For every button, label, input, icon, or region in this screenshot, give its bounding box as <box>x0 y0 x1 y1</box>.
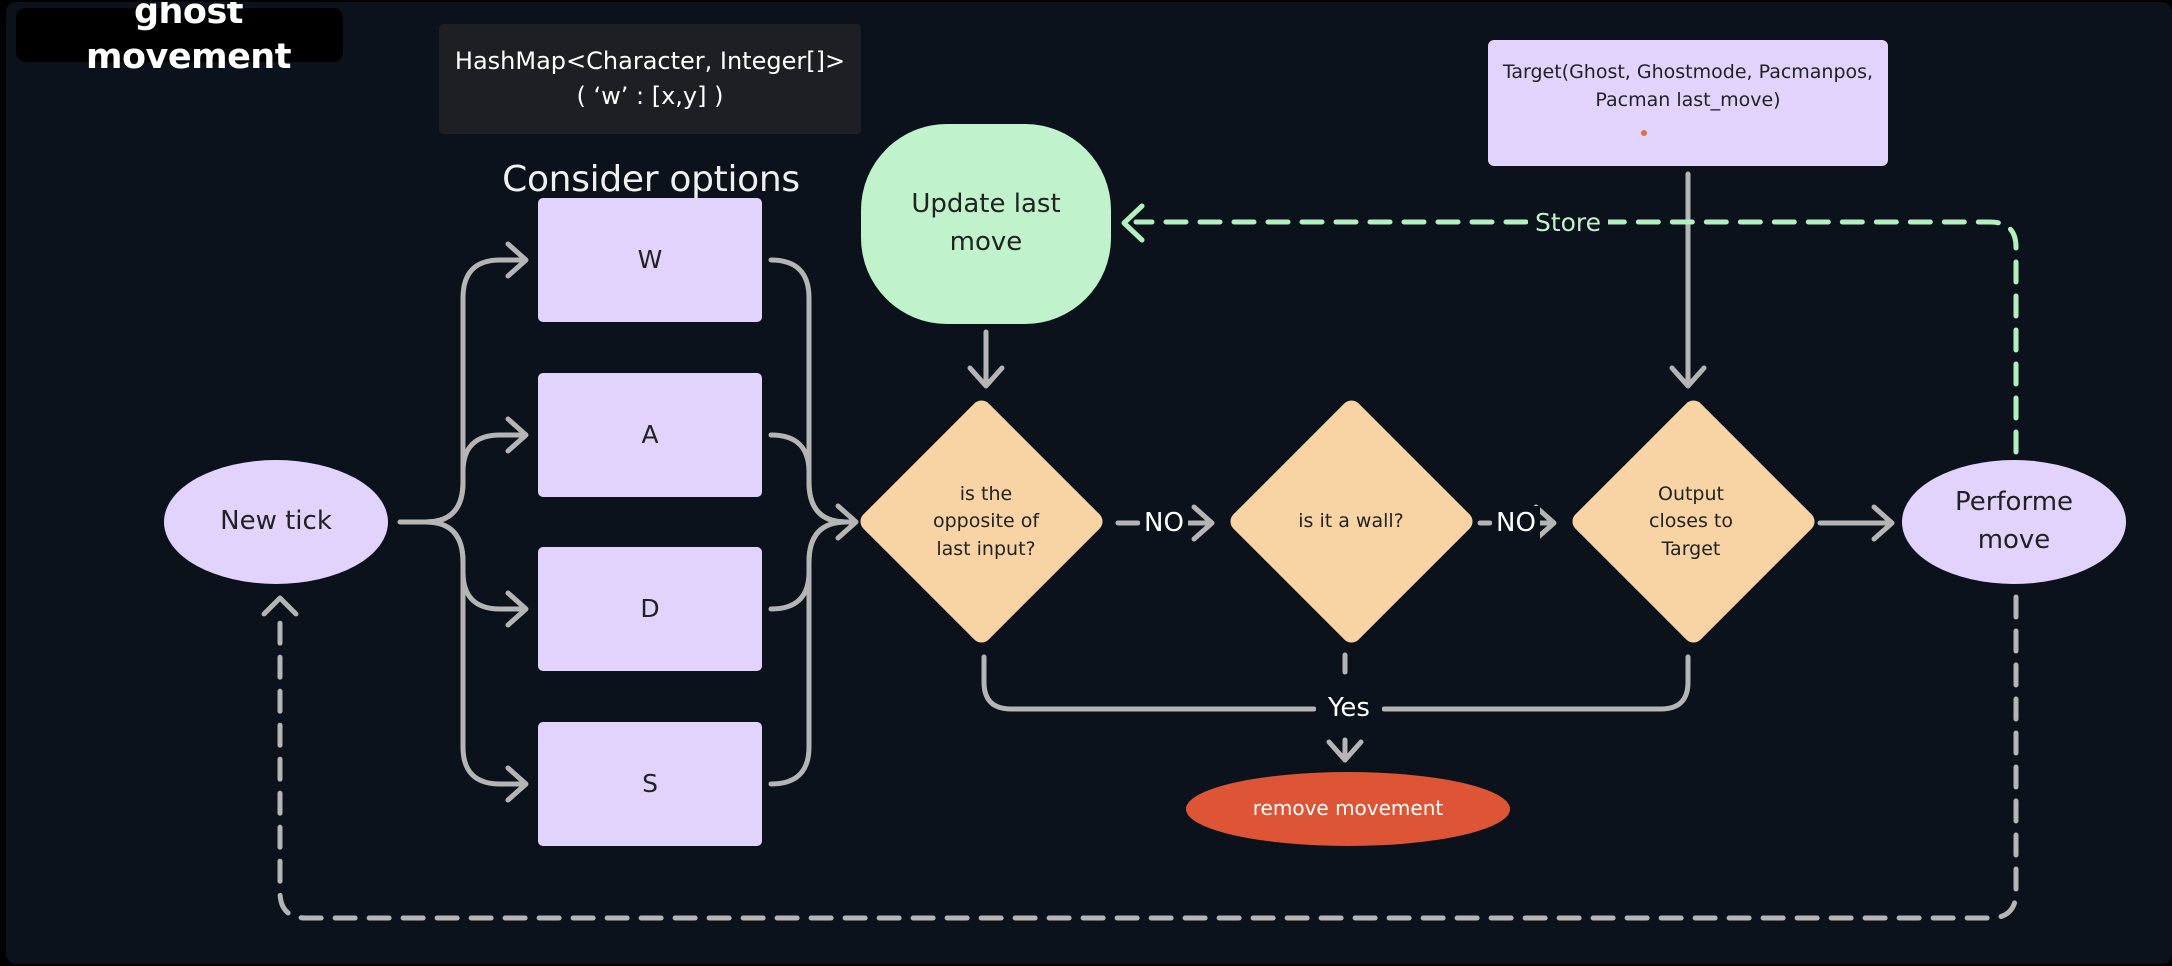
no-label-2: NO <box>1492 506 1540 542</box>
store-label: Store <box>1528 205 1608 241</box>
wall-label: is it a wall? <box>1298 510 1404 533</box>
perform-move-shape <box>1902 460 2126 584</box>
edge-newtick-w <box>423 257 527 525</box>
no-label-1: NO <box>1140 506 1188 542</box>
diamond-closest <box>1572 400 1815 643</box>
edge-closest-yes <box>1381 654 1691 712</box>
note-dot <box>1641 130 1647 136</box>
edge-opposite-yes <box>981 654 1317 712</box>
consider-options-heading: Consider options <box>502 158 800 200</box>
option-s: S <box>538 722 762 846</box>
connector-layer <box>164 171 2126 921</box>
new-tick-shape <box>164 460 388 584</box>
diagram-canvas: ghost movement HashMap<Character, Intege… <box>6 2 2172 964</box>
diamond-wall <box>1230 400 1473 643</box>
option-a: A <box>538 373 762 497</box>
perform-move-label: Performe move <box>1954 487 2074 555</box>
closest-label: Output closes to Target <box>1649 482 1733 560</box>
edge-perform-store <box>1603 219 2019 455</box>
yes-label: Yes <box>1316 691 1382 727</box>
target-note: Target(Ghost, Ghostmode, Pacmanpos, Pacm… <box>1488 40 1888 166</box>
edge-s-merge <box>768 519 849 787</box>
hashmap-note: HashMap<Character, Integer[]> ( ‘w’ : [x… <box>439 24 861 134</box>
edge-newtick-a <box>423 432 527 525</box>
option-d: D <box>538 547 762 671</box>
edge-perform-newtick <box>277 594 2019 921</box>
edge-a-merge <box>768 432 849 525</box>
opposite-label: is the opposite of last input? <box>932 482 1040 560</box>
diamond-opposite <box>860 400 1103 643</box>
new-tick-label: New tick <box>220 506 332 537</box>
option-w: W <box>538 198 762 322</box>
update-last-move-node: Update last move <box>861 124 1111 324</box>
page-title: ghost movement <box>16 2 343 77</box>
edge-newtick-s <box>423 519 527 787</box>
remove-movement-node: remove movement <box>1186 772 1510 846</box>
